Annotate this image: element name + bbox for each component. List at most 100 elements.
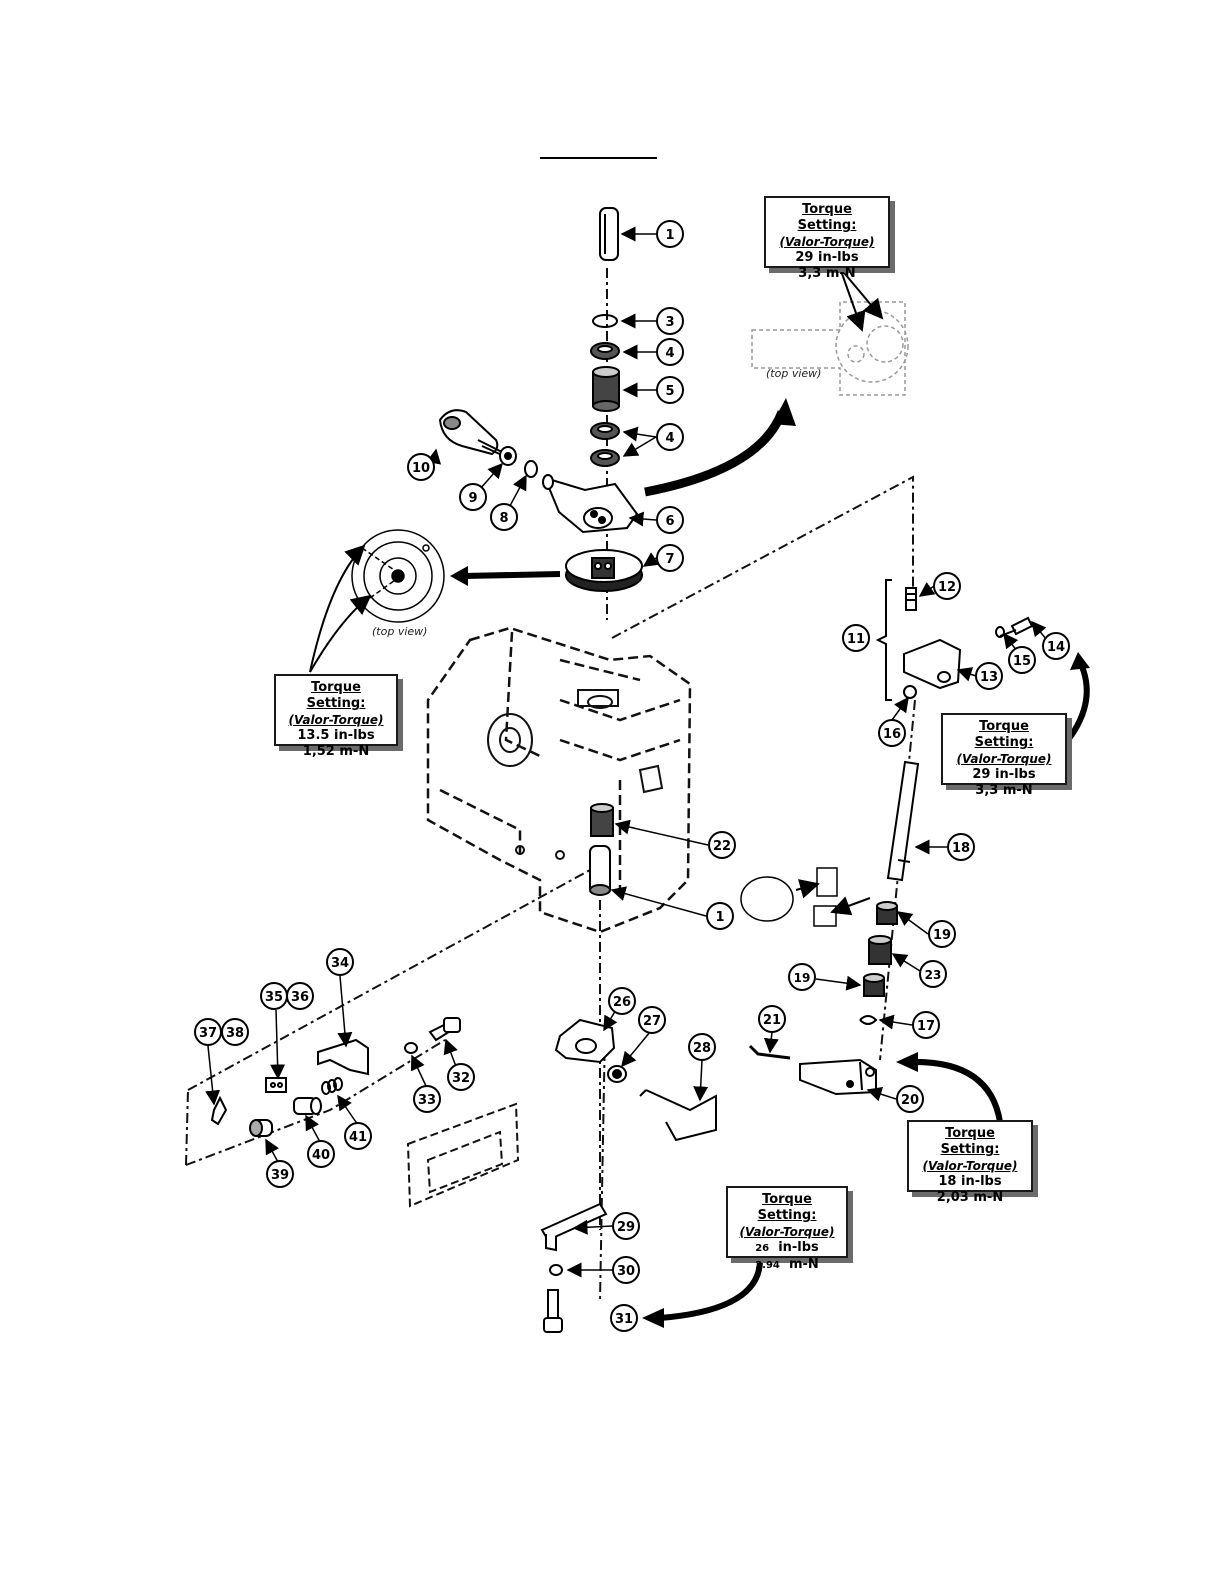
callout-16: 16: [878, 719, 906, 747]
part-21-pin: [748, 1044, 791, 1060]
svg-text:8: 8: [499, 511, 508, 526]
svg-text:14: 14: [1047, 640, 1065, 655]
svg-text:7: 7: [665, 552, 674, 567]
callout-13: 13: [975, 662, 1003, 690]
torque-value-inlbs: 13.5 in-lbs: [297, 728, 375, 743]
torque-subtitle: (Valor-Torque): [922, 1159, 1018, 1173]
callout-19-lower: 19: [788, 963, 816, 991]
torque-leader-top-a: [839, 267, 866, 332]
torque-unit: in-lbs: [778, 1240, 819, 1255]
part-31-screw: [543, 1289, 563, 1333]
callout-28: 28: [688, 1033, 716, 1061]
callout-36: 36: [286, 982, 314, 1010]
callout-22: 22: [708, 831, 736, 859]
callout-38: 38: [221, 1018, 249, 1046]
callout-17: 17: [912, 1011, 940, 1039]
callout-4-upper: 4: [656, 338, 684, 366]
top-view-label-left: (top view): [372, 625, 428, 638]
svg-text:5: 5: [665, 384, 674, 399]
torque-box-bottom: Torque Setting: (Valor-Torque) 26 in-lbs…: [726, 1186, 848, 1272]
torque-number: 26: [755, 1243, 770, 1254]
svg-text:26: 26: [613, 995, 631, 1010]
svg-text:41: 41: [349, 1130, 367, 1145]
torque-box-right: Torque Setting: (Valor-Torque) 29 in-lbs…: [941, 713, 1067, 798]
part-20-handle: [799, 1058, 877, 1096]
torque-value-inlbs: 29 in-lbs: [795, 250, 859, 265]
callout-8: 8: [490, 503, 518, 531]
top-view-disc-left: [351, 529, 445, 623]
torque-leader-left-b: [309, 594, 372, 673]
part-28-arm: [639, 1089, 717, 1142]
torque-box-top: Torque Setting: (Valor-Torque) 29 in-lbs…: [764, 196, 890, 281]
svg-text:36: 36: [291, 990, 309, 1005]
svg-text:1: 1: [715, 910, 724, 925]
svg-text:23: 23: [925, 968, 942, 982]
torque-leader-bottom-right: [909, 1058, 1003, 1123]
svg-text:1: 1: [665, 228, 674, 243]
svg-text:10: 10: [412, 461, 430, 476]
torque-subtitle: (Valor-Torque): [739, 1225, 835, 1239]
callout-1-top: 1: [656, 220, 684, 248]
callout-15: 15: [1008, 646, 1036, 674]
torque-arrowhead-right: [1070, 652, 1090, 670]
part-30-washer: [549, 1264, 563, 1276]
torque-box-bottom-right: Torque Setting: (Valor-Torque) 18 in-lbs…: [907, 1120, 1033, 1205]
torque-value-mn: 3,3 m-N: [975, 783, 1033, 798]
part-4-bushing-lower: [590, 422, 620, 467]
part-5-sleeve: [592, 366, 620, 412]
svg-text:9: 9: [468, 491, 477, 506]
callout-1-lower: 1: [706, 902, 734, 930]
part-19-bushing-upper: [876, 901, 898, 925]
svg-text:20: 20: [901, 1093, 919, 1108]
callout-34: 34: [326, 948, 354, 976]
torque-title: Torque Setting:: [306, 680, 366, 711]
big-arrow-to-disc: [463, 571, 561, 579]
callout-40: 40: [307, 1140, 335, 1168]
part-8-washer: [524, 460, 538, 478]
part-12-bolt: [905, 587, 917, 611]
callout-41: 41: [344, 1122, 372, 1150]
callout-9: 9: [459, 483, 487, 511]
part-41-spring: [321, 1077, 343, 1095]
part-39-cap: [249, 1119, 273, 1137]
svg-text:27: 27: [643, 1014, 661, 1029]
svg-text:39: 39: [271, 1168, 289, 1183]
callout-26: 26: [608, 987, 636, 1015]
torque-arrowhead-bottom: [642, 1308, 664, 1328]
callout-29: 29: [612, 1212, 640, 1240]
part-33-washer: [404, 1042, 418, 1054]
svg-text:29: 29: [617, 1220, 635, 1235]
callout-3: 3: [656, 307, 684, 335]
svg-text:17: 17: [917, 1019, 935, 1034]
torque-title: Torque Setting:: [797, 202, 857, 233]
callout-30: 30: [612, 1256, 640, 1284]
callout-39: 39: [266, 1160, 294, 1188]
torque-value-mn: 2,03 m-N: [936, 1190, 1004, 1205]
inset-icon: [740, 867, 838, 927]
callout-14: 14: [1042, 632, 1070, 660]
callout-18: 18: [947, 833, 975, 861]
torque-number: 2.94: [755, 1260, 780, 1271]
svg-text:13: 13: [980, 670, 998, 685]
center-axis-lines: [185, 268, 916, 1301]
callout-11: 11: [842, 624, 870, 652]
part-27-washer: [607, 1065, 627, 1083]
callout-21: 21: [758, 1005, 786, 1033]
svg-text:4: 4: [665, 346, 674, 361]
part-17-clip: [859, 1015, 878, 1025]
torque-value-mn: 1,52 m-N: [302, 744, 370, 759]
part-6-lever: [542, 474, 639, 534]
callout-19-upper: 19: [928, 920, 956, 948]
callout-10-top: 10: [407, 453, 435, 481]
big-arrow-to-top-view: [644, 410, 787, 497]
big-arrowhead-top-view: [772, 398, 796, 426]
callout-5: 5: [656, 376, 684, 404]
callout-leaders: [205, 226, 1053, 1278]
callout-4-lower: 4: [656, 423, 684, 451]
svg-text:16: 16: [883, 727, 901, 742]
callout-6: 6: [656, 506, 684, 534]
svg-text:33: 33: [418, 1093, 436, 1108]
torque-title: Torque Setting:: [974, 719, 1034, 750]
part-13-block: [903, 638, 962, 690]
